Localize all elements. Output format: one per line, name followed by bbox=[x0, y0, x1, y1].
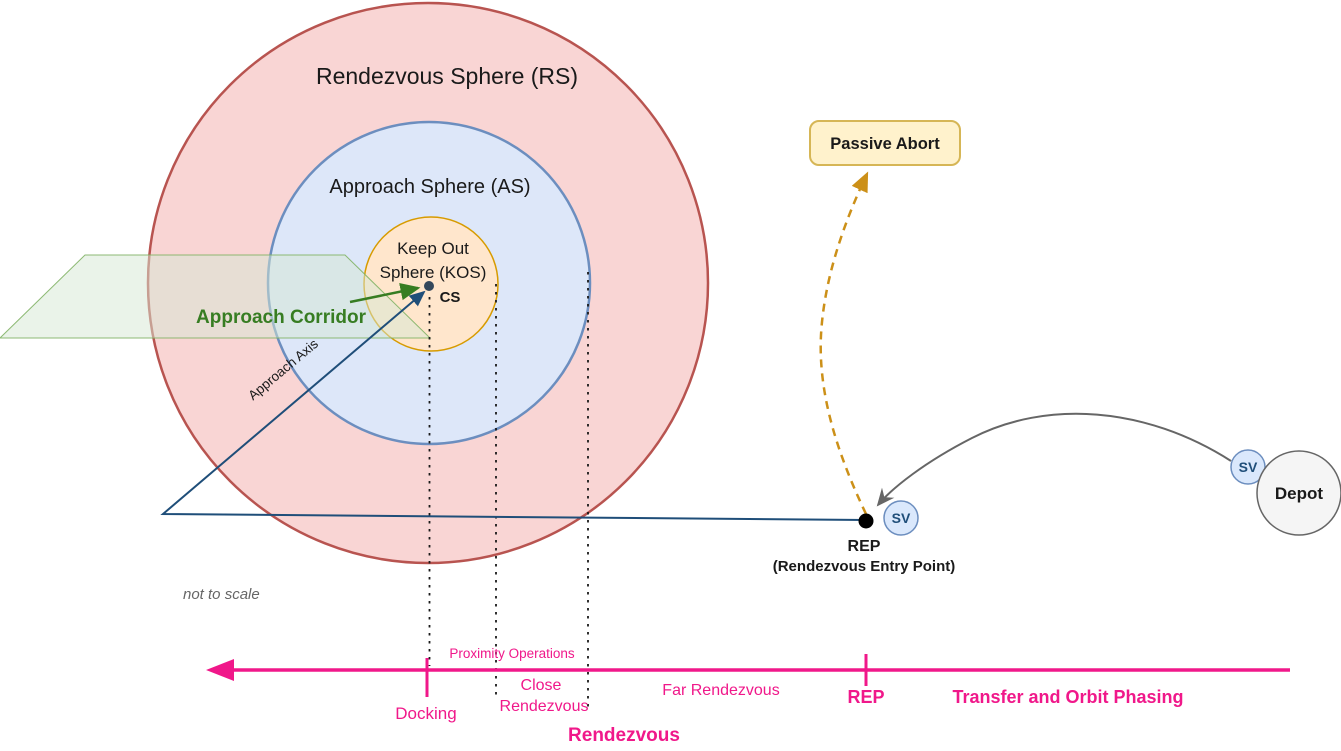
keep-out-sphere-label-line1: Keep Out bbox=[397, 239, 469, 258]
passive-abort-dashed-arrow bbox=[819, 171, 869, 515]
depot-circle bbox=[1256, 450, 1341, 536]
rep-sublabel: (Rendezvous Entry Point) bbox=[773, 558, 956, 575]
rep-label: REP bbox=[848, 538, 881, 555]
sv-depot-circle bbox=[1230, 449, 1266, 485]
not-to-scale-note: not to scale bbox=[183, 586, 260, 603]
chief-spacecraft-label: CS bbox=[440, 289, 461, 306]
passive-abort-box bbox=[809, 120, 961, 166]
approach-sphere-label: Approach Sphere (AS) bbox=[329, 176, 530, 198]
far-rendezvous-label: Far Rendezvous bbox=[662, 682, 779, 699]
approach-corridor-arrow bbox=[349, 282, 421, 304]
proximity-operations-label: Proximity Operations bbox=[449, 646, 575, 661]
phase-timeline: Proximity Operations Docking Close Rende… bbox=[206, 646, 1290, 746]
docking-label: Docking bbox=[395, 704, 456, 723]
approach-corridor-label: Approach Corridor bbox=[196, 307, 367, 328]
sv-depot-label: SV bbox=[1239, 459, 1258, 475]
depot-label: Depot bbox=[1275, 484, 1324, 503]
sv-chaser-label: SV bbox=[892, 510, 911, 526]
transfer-curve bbox=[876, 412, 1232, 507]
close-rendezvous-label-line1: Close bbox=[521, 677, 562, 694]
close-rendezvous-label-line2: Rendezvous bbox=[500, 698, 589, 715]
passive-abort-label: Passive Abort bbox=[830, 135, 940, 153]
cs-dot bbox=[424, 281, 434, 291]
approach-trajectory-line bbox=[160, 290, 867, 521]
rep-dot bbox=[858, 513, 874, 529]
rendezvous-phase-label: Rendezvous bbox=[568, 725, 680, 746]
transfer-orbit-phasing-label: Transfer and Orbit Phasing bbox=[952, 687, 1183, 707]
timeline-left-arrowhead-icon bbox=[206, 659, 234, 681]
rendezvous-sphere-label: Rendezvous Sphere (RS) bbox=[316, 63, 578, 89]
timeline-rep-label: REP bbox=[847, 687, 884, 707]
sv-chaser-circle bbox=[883, 500, 919, 536]
keep-out-sphere-label-line2: Sphere (KOS) bbox=[380, 263, 487, 282]
